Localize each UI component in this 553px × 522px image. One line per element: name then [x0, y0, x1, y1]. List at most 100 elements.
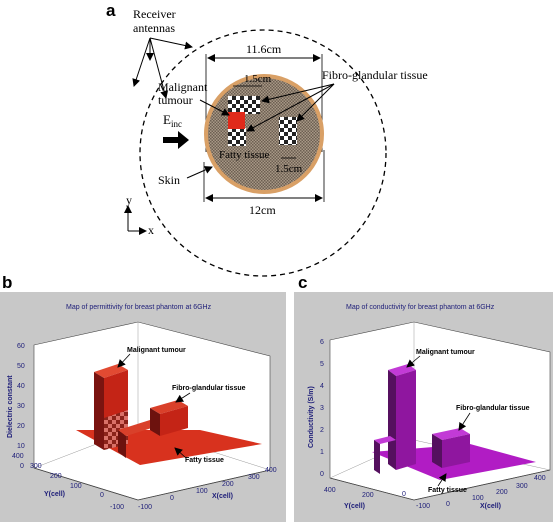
x-tick: 200	[496, 489, 508, 496]
z-tick: 0	[320, 471, 324, 478]
panel-b-arrow	[175, 392, 191, 403]
fibro-arrow	[296, 83, 335, 122]
fibro-glandular-block	[228, 96, 260, 114]
panel-b-arrow	[117, 353, 131, 368]
fibro-glandular-side	[118, 430, 126, 458]
z-tick: 50	[17, 363, 25, 370]
fatty-label: Fatty tissue	[219, 149, 270, 161]
y-tick: 400	[12, 453, 24, 460]
z-tick: 30	[17, 403, 25, 410]
y-tick: 200	[50, 473, 62, 480]
axis-x-label: x	[148, 223, 154, 237]
skin-arrow	[186, 166, 213, 179]
fibro-glandular-front	[160, 406, 188, 436]
fibro-glandular-side	[374, 440, 380, 474]
panel-b-x-ticks: -100 0 100 200 300 400	[138, 467, 277, 511]
receiver-label-line2: antennas	[133, 21, 175, 35]
malignant-arrow	[199, 99, 230, 116]
fatty-tissue-region	[208, 78, 320, 190]
panel-b-label: b	[2, 273, 12, 292]
panel-c-axis	[329, 477, 415, 501]
receiver-arrow	[149, 37, 169, 99]
x-tick: 300	[248, 474, 260, 481]
dim-block-right-label: 1.5cm	[275, 163, 303, 175]
receiver-label-line1: Receiver	[133, 7, 176, 21]
x-tick: -100	[416, 503, 430, 510]
panel-a-label: a	[106, 1, 116, 20]
y-tick: 400	[324, 487, 336, 494]
z-tick: 40	[17, 383, 25, 390]
antenna-ring	[139, 29, 387, 277]
dim-bottom-label: 12cm	[249, 203, 276, 217]
panel-b-z-ticks: 60 50 40 30 20 10 0	[17, 343, 25, 470]
x-tick: 100	[472, 495, 484, 502]
fibro-label: Fibro-glandular tissue	[322, 68, 428, 82]
panel-b-annotation-fibro: Fibro-glandular tissue	[172, 385, 246, 392]
x-tick: 200	[222, 481, 234, 488]
y-tick: 200	[362, 492, 374, 499]
dim-top-label: 11.6cm	[246, 42, 282, 56]
panel-b-arrow	[174, 447, 187, 459]
z-tick: 10	[17, 443, 25, 450]
panel-c-annotation-fibro: Fibro-glandular tissue	[456, 405, 530, 412]
receiver-arrow	[132, 37, 151, 87]
fibro-glandular-top	[432, 428, 470, 440]
panel-c-zlabel: Conductivity (S/m)	[308, 386, 315, 448]
panel-b: b Map of permittivity for breast phantom…	[0, 273, 286, 522]
fibro-arrow	[261, 83, 335, 104]
panel-b-xlabel: X(cell)	[212, 493, 233, 500]
dim-block-top-label: 1.5cm	[244, 73, 272, 85]
x-tick: 300	[516, 483, 528, 490]
y-tick: 0	[100, 492, 104, 499]
malignant-label-line2: tumour	[158, 93, 193, 107]
panel-c-ylabel: Y(cell)	[344, 503, 365, 510]
panel-c-y-ticks: 400 200 0	[324, 487, 406, 499]
panel-c-arrow	[458, 412, 471, 431]
z-tick: 2	[320, 427, 324, 434]
panel-a: a Receiver antennas 11.6cm 1.5cm 1.5cm M…	[106, 1, 428, 277]
x-tick: 400	[265, 467, 277, 474]
x-tick: 400	[534, 475, 546, 482]
malignant-tumour-side	[94, 372, 104, 450]
panel-c-title: Map of conductivity for breast phantom a…	[346, 304, 495, 311]
axis-y-label: y	[126, 193, 132, 207]
fibro-arrow	[246, 83, 335, 132]
fibro-glandular-top	[150, 400, 188, 414]
fibro-glandular-block	[228, 128, 246, 146]
panel-c-z-ticks: 6 5 4 3 2 1 0	[320, 339, 324, 478]
x-tick: 0	[446, 501, 450, 508]
fibro-glandular-side	[150, 408, 160, 436]
fibro-glandular-front	[442, 434, 470, 468]
skin-label: Skin	[158, 173, 180, 187]
x-tick: 100	[196, 488, 208, 495]
field-label: Einc	[163, 112, 182, 129]
panel-b-zlabel: Dielectric constant	[7, 375, 14, 438]
z-tick: 20	[17, 423, 25, 430]
x-tick: -100	[138, 504, 152, 511]
incident-field-arrow-icon	[163, 131, 189, 149]
panel-c-arrow	[437, 473, 447, 487]
z-tick: 0	[20, 463, 24, 470]
panel-b-axis	[137, 469, 271, 501]
panel-b-ylabel: Y(cell)	[44, 491, 65, 498]
panel-b-axis	[33, 467, 139, 501]
x-tick: 0	[170, 495, 174, 502]
panel-c-xlabel: X(cell)	[480, 503, 501, 510]
panel-c-axis	[413, 469, 551, 501]
y-tick: 100	[70, 483, 82, 490]
fibro-glandular-top	[118, 420, 158, 436]
fibro-glandular-top	[374, 436, 396, 444]
y-tick: 300	[30, 463, 42, 470]
y-tick: 0	[402, 491, 406, 498]
malignant-tumour-block	[228, 112, 245, 129]
receiver-arrow	[149, 37, 193, 50]
panel-c-annotation-fatty: Fatty tissue	[428, 487, 467, 494]
fibro-glandular-block	[279, 117, 297, 145]
fibro-glandular-side	[432, 434, 442, 468]
panel-c-annotation-malignant: Malignant tumour	[416, 349, 475, 356]
z-tick: 5	[320, 361, 324, 368]
z-tick: 6	[320, 339, 324, 346]
y-tick: -100	[110, 504, 124, 511]
panel-c: c Map of conductivity for breast phantom…	[294, 273, 553, 522]
